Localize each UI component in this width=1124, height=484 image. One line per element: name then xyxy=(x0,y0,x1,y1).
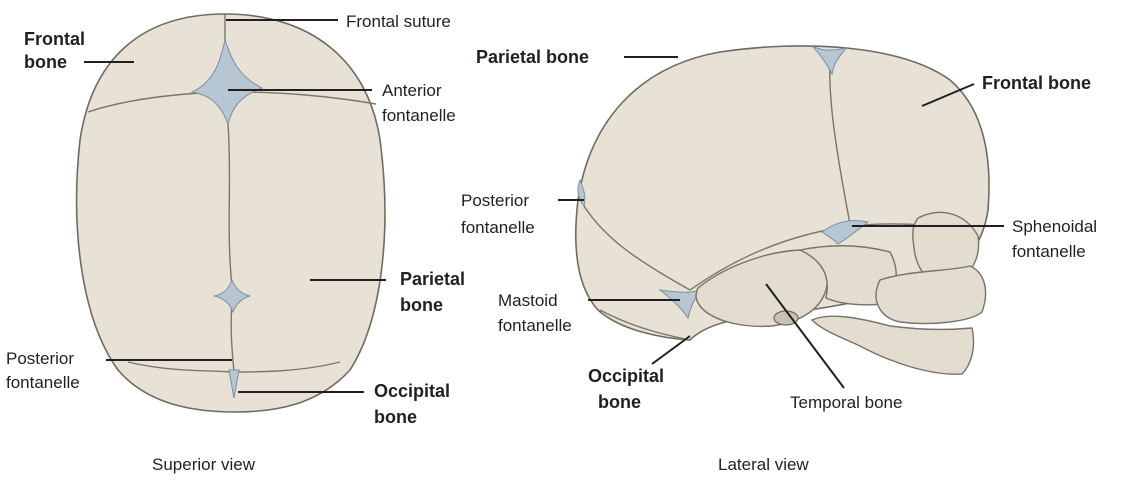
label-frontal-suture: Frontal suture xyxy=(346,12,451,31)
superior-view xyxy=(75,13,386,413)
label-lateral-temporal-bone: Temporal bone xyxy=(790,393,902,412)
label-superior-occipital-bone-line2: bone xyxy=(374,407,417,427)
lateral-view xyxy=(575,45,990,375)
lateral-maxilla xyxy=(875,265,987,325)
label-lateral-parietal-bone: Parietal bone xyxy=(476,47,589,67)
label-lateral-occipital-bone-line1: Occipital xyxy=(588,366,664,386)
lateral-mastoid-fontanelle xyxy=(658,289,702,320)
label-lateral-posterior-fontanelle-line2: fontanelle xyxy=(461,218,535,237)
label-superior-parietal-bone-line2: bone xyxy=(400,295,443,315)
label-lateral-posterior-fontanelle-line1: Posterior xyxy=(461,191,529,210)
label-superior-posterior-fontanelle-line1: Posterior xyxy=(6,349,74,368)
superior-skull-outline xyxy=(75,13,386,413)
label-lateral-mastoid-fontanelle-line2: fontanelle xyxy=(498,316,572,335)
label-lateral-sphenoidal-fontanelle-line2: fontanelle xyxy=(1012,242,1086,261)
label-superior-posterior-fontanelle-line2: fontanelle xyxy=(6,373,80,392)
label-lateral-frontal-bone: Frontal bone xyxy=(982,73,1091,93)
label-superior-parietal-bone-line1: Parietal xyxy=(400,269,465,289)
superior-occipital-notch xyxy=(228,369,240,399)
label-frontal-bone-line2: bone xyxy=(24,52,67,72)
leader-lateral-temporal-bone xyxy=(765,283,845,389)
caption-superior-view: Superior view xyxy=(152,455,256,474)
label-frontal-bone-line1: Frontal xyxy=(24,29,85,49)
leader-lateral-frontal-bone xyxy=(921,83,975,107)
label-superior-occipital-bone-line1: Occipital xyxy=(374,381,450,401)
label-lateral-occipital-bone-line2: bone xyxy=(598,392,641,412)
label-lateral-mastoid-fontanelle-line1: Mastoid xyxy=(498,291,558,310)
leader-lateral-occipital-bone xyxy=(651,335,691,365)
label-anterior-fontanelle-line2: fontanelle xyxy=(382,106,456,125)
lateral-temporal-bone xyxy=(695,249,829,328)
superior-posterior-fontanelle xyxy=(213,278,251,314)
lateral-mandible xyxy=(810,315,975,375)
lateral-anterior-fontanelle xyxy=(811,45,848,76)
caption-lateral-view: Lateral view xyxy=(718,455,809,474)
lateral-lambdoid-suture xyxy=(583,205,691,291)
label-anterior-fontanelle-line1: Anterior xyxy=(382,81,442,100)
label-lateral-sphenoidal-fontanelle-line1: Sphenoidal xyxy=(1012,217,1097,236)
lateral-coronal-suture xyxy=(829,55,851,225)
lateral-occipital-base xyxy=(599,309,691,341)
